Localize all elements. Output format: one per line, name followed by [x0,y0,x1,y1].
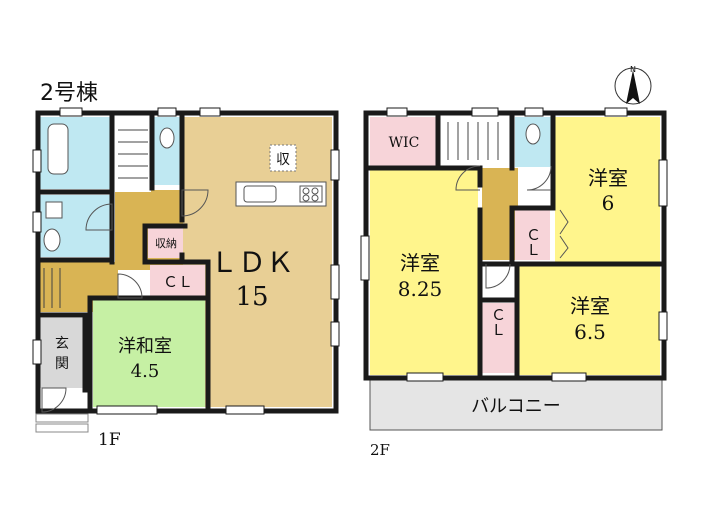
compass-icon: N [614,65,652,105]
west-room-label: 洋室 [400,251,440,275]
storage-label: 収納 [155,237,177,250]
entrance [40,318,85,388]
west-room-size: 8.25 [398,277,443,301]
northeast-room-size: 6 [602,191,615,215]
entrance-label-2: 関 [55,356,69,372]
closet-2f-b-label: ＣＬ [489,307,507,337]
building-name: 2号棟 [40,81,98,106]
kitchen-storage [269,144,297,172]
southeast-room [518,266,660,375]
southeast-room-size: 6.5 [574,320,606,344]
balcony [369,379,663,431]
closet-1f [150,265,205,298]
closet-2f-a-label: ＣＬ [524,227,542,257]
japanese-room-size: 4.5 [131,361,160,382]
first-floor-label: 1F [98,430,121,450]
closet-2f-b [482,303,515,373]
wic-label: WIC [389,135,420,151]
toilet-1f [153,117,181,185]
staircase-2f [440,117,510,167]
entrance-label-1: 玄 [55,335,69,352]
kitchen-storage-label: 収 [276,152,290,168]
southeast-room-label: 洋室 [570,294,610,318]
ldk-label: ＬＤＫ [210,246,294,279]
closet-label-1f: ＣＬ [163,273,193,291]
first-floor-plan: ＬＤＫ 15 収 収納 ＣＬ 洋和室 4.5 玄 関 [32,107,340,433]
balcony-label: バルコニー [471,396,561,417]
closet-2f-a [515,210,550,260]
west-room [370,168,478,375]
ldk-size: 15 [235,282,268,312]
northeast-room-label: 洋室 [588,166,628,190]
second-floor-plan: WIC 洋室 8.25 洋室 6 洋室 6.5 ＣＬ ＣＬ バルコニー [360,107,668,431]
japanese-room [93,300,205,407]
second-floor-label: 2F [370,441,390,459]
japanese-room-label: 洋和室 [118,336,172,357]
northeast-room [555,117,660,262]
storage-1f [148,228,183,258]
compass-north-label: N [630,65,636,74]
walk-in-closet [370,117,436,167]
